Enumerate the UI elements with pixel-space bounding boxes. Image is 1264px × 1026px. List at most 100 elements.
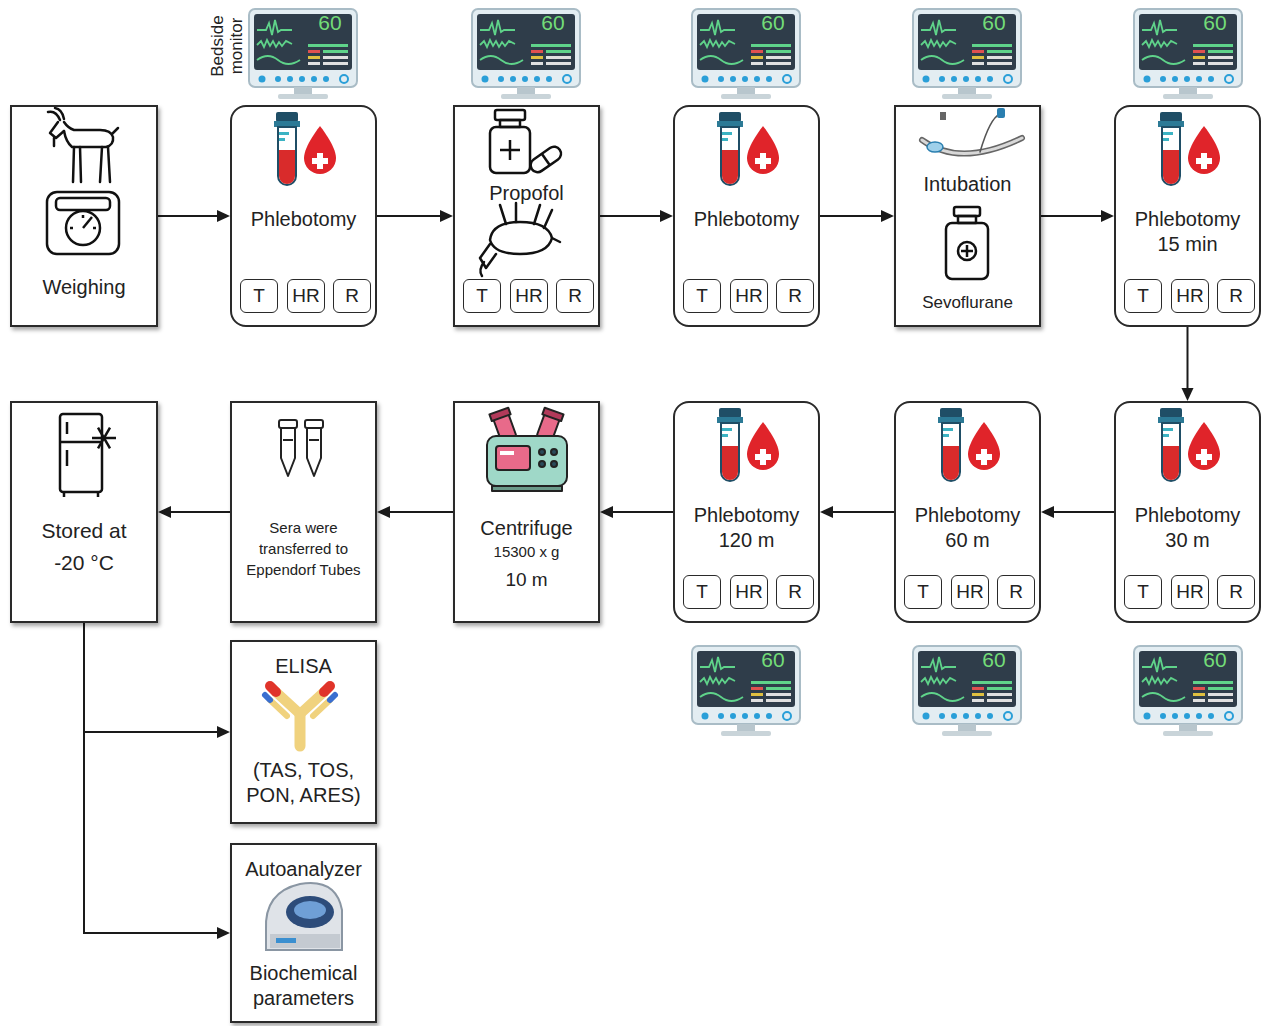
- arrow-line: [84, 623, 217, 732]
- text-holder: 15300 x g: [455, 543, 598, 561]
- heart-rate-value: 60: [970, 11, 1018, 35]
- vital-sign-label: HR: [515, 285, 542, 307]
- step-box: Sera were transferred to Eppendorf Tubes: [230, 401, 377, 623]
- flow-arrow: [377, 210, 453, 222]
- flow-arrow: [158, 506, 230, 518]
- text-holder: Phlebotomy: [675, 207, 818, 232]
- heart-rate-value: 60: [749, 648, 797, 672]
- vital-sign-box: T: [463, 279, 501, 313]
- arrow-line: [377, 215, 440, 217]
- box-label: Stored at -20 °C: [28, 515, 140, 579]
- vital-sign-box: R: [333, 279, 371, 313]
- vital-sign-box: HR: [1171, 575, 1209, 609]
- vital-sign-box: T: [683, 575, 721, 609]
- vital-sign-label: T: [696, 581, 708, 603]
- flow-arrow: [377, 506, 453, 518]
- box-label: Weighing: [42, 275, 125, 299]
- antibody-icon: [265, 686, 335, 746]
- freezer-icon: [60, 414, 116, 497]
- monitor-caption: Bedside monitor: [208, 6, 246, 86]
- box-detail: Sevoflurane: [922, 293, 1013, 313]
- arrow-line: [833, 511, 894, 513]
- vital-sign-label: R: [788, 581, 802, 603]
- sampling-box: Phlebotomy 30 mTHRR: [1114, 401, 1261, 623]
- label-holder: 60: [1191, 11, 1239, 35]
- box-detail: (TAS, TOS, PON, ARES): [243, 758, 365, 808]
- step-box: IntubationSevoflurane: [894, 105, 1041, 327]
- text-holder: Phlebotomy 60 m: [896, 503, 1039, 553]
- arrow-head: [660, 210, 673, 222]
- vital-sign-label: HR: [956, 581, 983, 603]
- label-holder: 60: [970, 648, 1018, 672]
- arrow-head: [1041, 506, 1054, 518]
- flow-arrow: [1041, 210, 1114, 222]
- text-holder: Stored at -20 °C: [12, 515, 156, 579]
- arrow-line: [171, 511, 230, 513]
- vital-sign-box: R: [556, 279, 594, 313]
- label-holder: 60: [306, 11, 354, 35]
- goat-icon: [48, 108, 118, 182]
- heart-rate-value: 60: [306, 11, 354, 35]
- step-box: Centrifuge15300 x g10 m: [453, 401, 600, 623]
- eppendorf-tubes-icon: [279, 420, 323, 476]
- box-label: Phlebotomy: [694, 207, 800, 232]
- vital-sign-label: HR: [1176, 581, 1203, 603]
- vital-sign-label: T: [476, 285, 488, 307]
- drug-icon: [490, 110, 564, 175]
- step-box: Stored at -20 °C: [10, 401, 158, 623]
- box-label: ELISA: [275, 654, 332, 678]
- box-label: Phlebotomy 60 m: [909, 503, 1027, 553]
- sampling-box: PhlebotomyT HR R: [230, 105, 377, 327]
- box-label: Sera were transferred to Eppendorf Tubes: [241, 517, 366, 580]
- scale-icon: [47, 192, 119, 254]
- arrow-head: [158, 506, 171, 518]
- vital-sign-box: HR: [287, 279, 325, 313]
- arrow-line: [1187, 327, 1189, 388]
- arrow-line: [820, 215, 881, 217]
- box-label: Phlebotomy: [251, 207, 357, 232]
- vital-sign-box: T: [1124, 575, 1162, 609]
- vital-sign-label: HR: [735, 285, 762, 307]
- flow-arrow: [158, 210, 230, 222]
- arrow-line: [84, 623, 217, 933]
- text-holder: Autoanalyzer: [232, 857, 375, 881]
- text-holder: ELISA: [232, 654, 375, 678]
- text-holder: Intubation: [896, 172, 1039, 196]
- box-label: Phlebotomy 120 m: [688, 503, 806, 553]
- vital-sign-box: HR: [510, 279, 548, 313]
- vital-sign-box: R: [1217, 279, 1255, 313]
- vital-sign-box: R: [776, 279, 814, 313]
- text-holder: Sevoflurane: [896, 293, 1039, 313]
- box-label: Phlebotomy 30 m: [1129, 503, 1247, 553]
- box-detail: Biochemical parameters: [236, 961, 371, 1011]
- flow-arrow: [600, 210, 673, 222]
- centrifuge-icon: [487, 408, 567, 491]
- text-holder: Sera were transferred to Eppendorf Tubes: [232, 517, 375, 580]
- blood-sample-icon: [274, 112, 1220, 481]
- vital-sign-label: R: [1229, 285, 1243, 307]
- text-holder: Centrifuge: [455, 516, 598, 540]
- arrow-head: [217, 927, 230, 939]
- vital-sign-box: T: [683, 279, 721, 313]
- arrow-line: [390, 511, 453, 513]
- vital-sign-label: R: [1009, 581, 1023, 603]
- arrow-head: [820, 506, 833, 518]
- label-holder: 60: [1191, 648, 1239, 672]
- vital-sign-label: T: [253, 285, 265, 307]
- vital-sign-label: R: [345, 285, 359, 307]
- arrow-line: [613, 511, 673, 513]
- vital-sign-label: HR: [1176, 285, 1203, 307]
- vital-sign-label: HR: [292, 285, 319, 307]
- heart-rate-value: 60: [970, 648, 1018, 672]
- autoanalyzer-icon: [266, 883, 342, 950]
- flow-arrow: [820, 210, 894, 222]
- arrow-head: [217, 726, 230, 738]
- vital-sign-label: R: [568, 285, 582, 307]
- heart-rate-value: 60: [1191, 648, 1239, 672]
- vital-sign-label: T: [1137, 581, 1149, 603]
- heart-rate-value: 60: [529, 11, 577, 35]
- arrow-head: [440, 210, 453, 222]
- vital-sign-label: T: [917, 581, 929, 603]
- arrow-head: [217, 210, 230, 222]
